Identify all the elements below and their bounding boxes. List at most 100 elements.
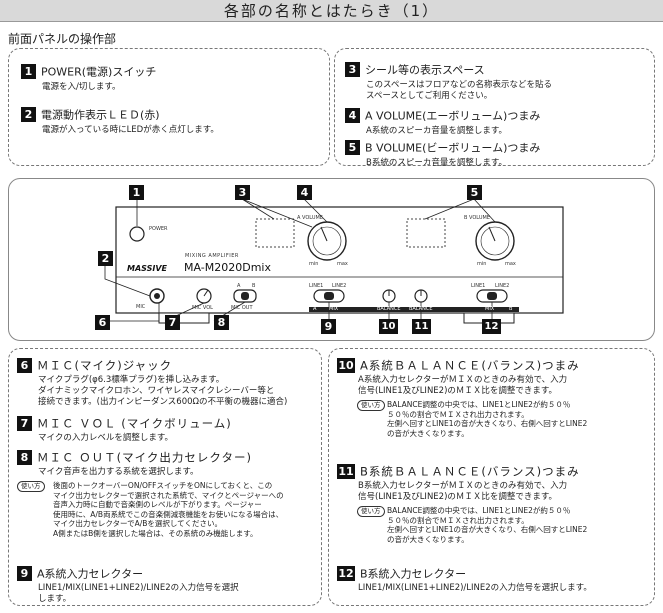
callout-12: 12 (482, 319, 501, 334)
callout-5: 5 (467, 185, 482, 200)
a-line1-label: LINE1 (309, 283, 324, 289)
mic-vol-label: MIC VOL (192, 305, 213, 311)
bottom-right-box: 10 A系統ＢＡＬＡＮＣＥ(バランス)つまみ A系統入力セレクターがＭＩＸのときの… (328, 348, 655, 606)
page-header: 各部の名称とはたらき（1） (0, 0, 663, 22)
a-mix-label: MIX (329, 306, 339, 312)
item-power-led: 2 電源動作表示ＬＥＤ(赤) 電源が入っている時にLEDが赤く点灯します。 (21, 104, 219, 136)
item-mic-out: 8 ＭＩＣ ＯＵＴ(マイク出力セレクター) マイク音声を出力する系統を選択します。… (17, 447, 284, 538)
item-number: 6 (17, 358, 32, 373)
item-number: 7 (17, 416, 32, 431)
label-space-a (255, 218, 295, 248)
mix-balance-strip (309, 307, 519, 312)
item-number: 10 (337, 358, 355, 373)
item-title: ＭＩＣ ＶＯＬ (マイクボリューム) (37, 416, 232, 431)
item-title: POWER(電源)スイッチ (41, 65, 157, 79)
a-line2-label: LINE2 (332, 283, 347, 289)
item-desc: 電源が入っている時にLEDが赤く点灯します。 (42, 125, 219, 135)
item-desc: マイクプラグ(φ6.3標準プラグ)を挿し込みます。 ダイナミックマイクロホン、ワ… (38, 375, 288, 407)
item-a-balance: 10 A系統ＢＡＬＡＮＣＥ(バランス)つまみ A系統入力セレクターがＭＩＸのときの… (337, 355, 587, 438)
callout-8: 8 (214, 315, 229, 330)
panel-diagram-box: POWER A VOLUME B VOLUME min max min max … (8, 178, 655, 341)
mic-out-label: MIC OUT (231, 305, 253, 311)
item-desc: B系統のスピーカ音量を調整します。 (366, 158, 507, 168)
callout-6: 6 (95, 315, 110, 330)
usage-note: 使い方 後面のトークオーバーON/OFFスイッチをONにしておくと、この マイク… (17, 481, 284, 538)
item-title: A系統ＢＡＬＡＮＣＥ(バランス)つまみ (360, 358, 580, 373)
model-subtitle: MIXING AMPLIFIER (185, 253, 239, 259)
item-title: A系統入力セレクター (37, 567, 144, 581)
item-title: B系統ＢＡＬＡＮＣＥ(バランス)つまみ (360, 464, 580, 479)
item-title: ＭＩＣ(マイク)ジャック (37, 358, 173, 373)
usage-note: 使い方 BALANCE調整の中央では、LINE1とLINE2が約５０％ ５０％の… (357, 506, 587, 544)
item-a-input-selector: 9 A系統入力セレクター LINE1/MIX(LINE1+LINE2)/LINE2… (17, 563, 239, 605)
item-desc: 電源を入/切します。 (42, 82, 121, 92)
item-power-switch: 1 POWER(電源)スイッチ 電源を入/切します。 (21, 61, 156, 93)
usage-chip: 使い方 (17, 481, 45, 492)
callout-10: 10 (379, 319, 398, 334)
item-title: A VOLUME(エーボリューム)つまみ (365, 109, 541, 123)
a-volume-label: A VOLUME (297, 215, 323, 221)
b-line1-label: LINE1 (471, 283, 486, 289)
usage-chip: 使い方 (357, 506, 385, 517)
mic-out-a-label: A (237, 283, 241, 289)
bottom-left-box: 6 ＭＩＣ(マイク)ジャック マイクプラグ(φ6.3標準プラグ)を挿し込みます。 … (8, 348, 322, 606)
item-number: 4 (345, 108, 360, 123)
item-title: シール等の表示スペース (365, 63, 485, 77)
b-min-label: min (477, 261, 487, 267)
item-number: 8 (17, 450, 32, 465)
item-number: 11 (337, 464, 355, 479)
label-space-b (406, 218, 446, 248)
item-title: 電源動作表示ＬＥＤ(赤) (41, 108, 160, 122)
mic-out-b-label: B (252, 283, 256, 289)
a-balance-label: BALANCE (377, 306, 401, 312)
b-balance-label: BALANCE (409, 306, 433, 312)
power-label: POWER (149, 226, 168, 232)
brand-logo: MASSIVE (127, 264, 168, 273)
power-switch (129, 226, 145, 242)
item-desc: マイク音声を出力する系統を選択します。 (38, 467, 199, 477)
a-strip-label: A (313, 306, 317, 312)
front-panel-diagram (104, 198, 564, 324)
item-number: 12 (337, 566, 355, 581)
section-title: 前面パネルの操作部 (8, 32, 117, 46)
item-mic-jack: 6 ＭＩＣ(マイク)ジャック マイクプラグ(φ6.3標準プラグ)を挿し込みます。 … (17, 355, 287, 408)
usage-note: 使い方 BALANCE調整の中央では、LINE1とLINE2が約５０％ ５０％の… (357, 400, 587, 438)
b-strip-label: B (509, 306, 513, 312)
b-volume-label: B VOLUME (464, 215, 490, 221)
item-desc: B系統入力セレクターがＭＩＸのときのみ有効で、入力 信号(LINE1及びLINE… (358, 481, 568, 502)
a-min-label: min (309, 261, 319, 267)
callout-11: 11 (412, 319, 431, 334)
b-line2-label: LINE2 (495, 283, 510, 289)
callout-4: 4 (297, 185, 312, 200)
b-max-label: max (505, 261, 516, 267)
item-mic-vol: 7 ＭＩＣ ＶＯＬ (マイクボリューム) マイクの入力レベルを調整します。 (17, 413, 232, 444)
item-a-volume: 4 A VOLUME(エーボリューム)つまみ A系統のスピーカ音量を調整します。 (345, 105, 540, 137)
callout-3: 3 (235, 185, 250, 200)
item-title: B系統入力セレクター (360, 567, 467, 581)
item-title: B VOLUME(ビーボリューム)つまみ (365, 141, 541, 155)
top-right-box: 3 シール等の表示スペース このスペースはフロアなどの名称表示などを貼るスペースと… (334, 48, 655, 169)
item-desc: A系統のスピーカ音量を調整します。 (366, 126, 507, 136)
item-number: 2 (21, 107, 36, 122)
item-desc: このスペースはフロアなどの名称表示などを貼るスペースとしてご利用ください。 (366, 80, 552, 101)
item-number: 5 (345, 140, 360, 155)
item-title: ＭＩＣ ＯＵＴ(マイク出力セレクター) (37, 450, 252, 465)
callout-7: 7 (165, 315, 180, 330)
item-number: 1 (21, 64, 36, 79)
top-left-box: 1 POWER(電源)スイッチ 電源を入/切します。 2 電源動作表示ＬＥＤ(赤) … (8, 48, 330, 166)
item-b-volume: 5 B VOLUME(ビーボリューム)つまみ B系統のスピーカ音量を調整します。 (345, 137, 540, 169)
callout-2: 2 (98, 251, 113, 266)
item-desc: A系統入力セレクターがＭＩＸのときのみ有効で、入力 信号(LINE1及びLINE… (358, 375, 568, 396)
item-desc: LINE1/MIX(LINE1+LINE2)/LINE2の入力信号を選択 します… (38, 583, 239, 604)
callout-1: 1 (129, 185, 144, 200)
callout-9: 9 (321, 319, 336, 334)
usage-chip: 使い方 (357, 400, 385, 411)
item-number: 9 (17, 566, 32, 581)
item-desc: マイクの入力レベルを調整します。 (38, 433, 173, 443)
model-name: MA-M2020Dmix (184, 261, 271, 274)
b-mix-label: MIX (485, 306, 495, 312)
item-number: 3 (345, 62, 360, 77)
a-max-label: max (337, 261, 348, 267)
item-b-balance: 11 B系統ＢＡＬＡＮＣＥ(バランス)つまみ B系統入力セレクターがＭＩＸのときの… (337, 461, 587, 544)
